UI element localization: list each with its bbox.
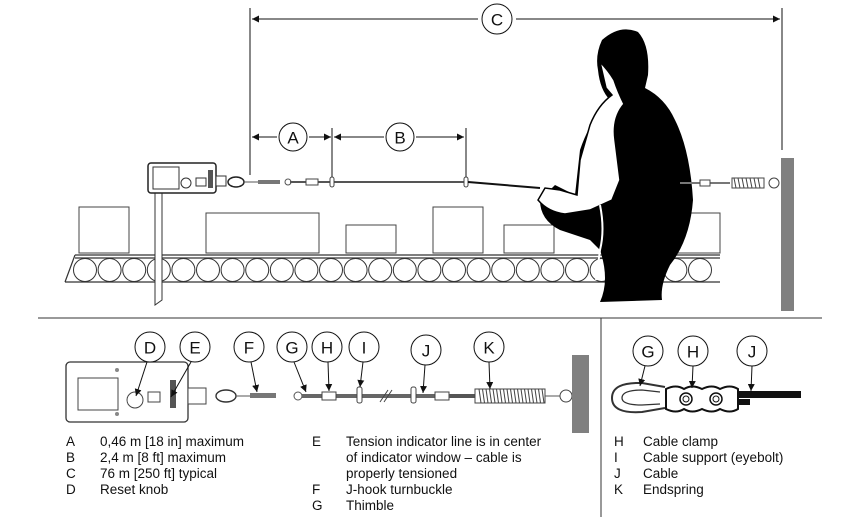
spring-coil xyxy=(513,388,517,404)
conveyor-roller xyxy=(392,258,417,282)
svg-text:J: J xyxy=(748,343,757,362)
spring-coil xyxy=(520,388,524,404)
detail-wall xyxy=(572,355,589,433)
conveyor-roller xyxy=(269,258,294,282)
dimension-a: A xyxy=(252,122,333,180)
spring-coil xyxy=(482,388,485,404)
conveyor-roller xyxy=(515,258,540,282)
spring-coil xyxy=(489,388,492,404)
spring-coil xyxy=(506,388,510,404)
switch-mounting-post xyxy=(154,191,163,306)
spring-coil xyxy=(517,388,520,404)
conveyor-roller xyxy=(73,258,97,282)
conveyor-roller xyxy=(417,258,442,282)
conveyor-roller xyxy=(540,258,565,282)
conveyor-roller xyxy=(565,258,589,282)
conveyor-roller xyxy=(466,258,491,282)
callout-i: I xyxy=(348,331,380,388)
dimension-b: B xyxy=(334,122,467,180)
conveyor-roller xyxy=(294,258,319,282)
detail-cable xyxy=(236,386,573,404)
conveyor-roller xyxy=(220,258,245,282)
spring-coil xyxy=(534,388,538,404)
spring-coil xyxy=(503,388,506,404)
spring-coil xyxy=(538,388,541,404)
spring-coil xyxy=(478,388,482,404)
conveyor-roller xyxy=(368,258,393,282)
callout-b-label: B xyxy=(394,129,405,148)
callout-f: F xyxy=(233,331,265,393)
detail-callout-h: H xyxy=(677,335,709,389)
callout-a-label: A xyxy=(287,129,299,148)
conveyor-roller xyxy=(343,258,368,282)
conveyor-roller xyxy=(245,258,270,282)
svg-text:G: G xyxy=(285,339,298,358)
cable-pull-switch xyxy=(147,162,245,194)
spring-coil xyxy=(510,388,513,404)
callout-j: J xyxy=(410,334,442,394)
callout-e: E xyxy=(170,331,211,398)
spring-coil xyxy=(541,388,545,404)
svg-text:G: G xyxy=(641,343,654,362)
svg-text:D: D xyxy=(144,339,156,358)
callout-c xyxy=(481,3,513,35)
callout-c-label: C xyxy=(491,11,503,30)
spring-coil xyxy=(492,388,496,404)
svg-text:K: K xyxy=(483,339,495,358)
detail-switch xyxy=(65,361,237,423)
svg-text:H: H xyxy=(321,339,333,358)
conveyor-roller xyxy=(122,258,147,282)
spring-coil xyxy=(527,388,531,404)
conveyor-roller xyxy=(688,258,712,282)
conveyor-roller xyxy=(319,258,343,282)
svg-text:H: H xyxy=(687,343,699,362)
conveyor-roller xyxy=(97,258,122,282)
detail-callout-j: J xyxy=(736,335,768,392)
detail-callout-g: G xyxy=(632,335,664,387)
conveyor-roller xyxy=(196,258,220,282)
callout-d: D xyxy=(134,331,166,397)
spring-coil xyxy=(531,388,534,404)
callout-k: K xyxy=(473,331,505,390)
top-endspring-assembly xyxy=(680,177,780,189)
top-cable xyxy=(244,176,541,189)
callout-g: G xyxy=(276,331,308,393)
detail-thimble-clamp xyxy=(610,381,801,414)
endspring xyxy=(474,388,546,404)
spring-coil xyxy=(496,388,499,404)
mounting-wall xyxy=(781,158,794,311)
svg-text:E: E xyxy=(189,339,200,358)
spring-coil xyxy=(485,388,489,404)
operator-figure xyxy=(537,29,693,302)
conveyor-roller xyxy=(171,258,196,282)
conveyor-roller xyxy=(442,258,466,282)
dimension-c: C xyxy=(249,3,783,175)
reset-knob xyxy=(126,391,144,409)
callout-h: H xyxy=(311,331,343,392)
spring-coil xyxy=(499,388,503,404)
svg-text:I: I xyxy=(362,339,367,358)
spring-coil xyxy=(524,388,527,404)
conveyor-roller xyxy=(491,258,516,282)
svg-text:F: F xyxy=(244,339,254,358)
svg-text:J: J xyxy=(422,342,431,361)
